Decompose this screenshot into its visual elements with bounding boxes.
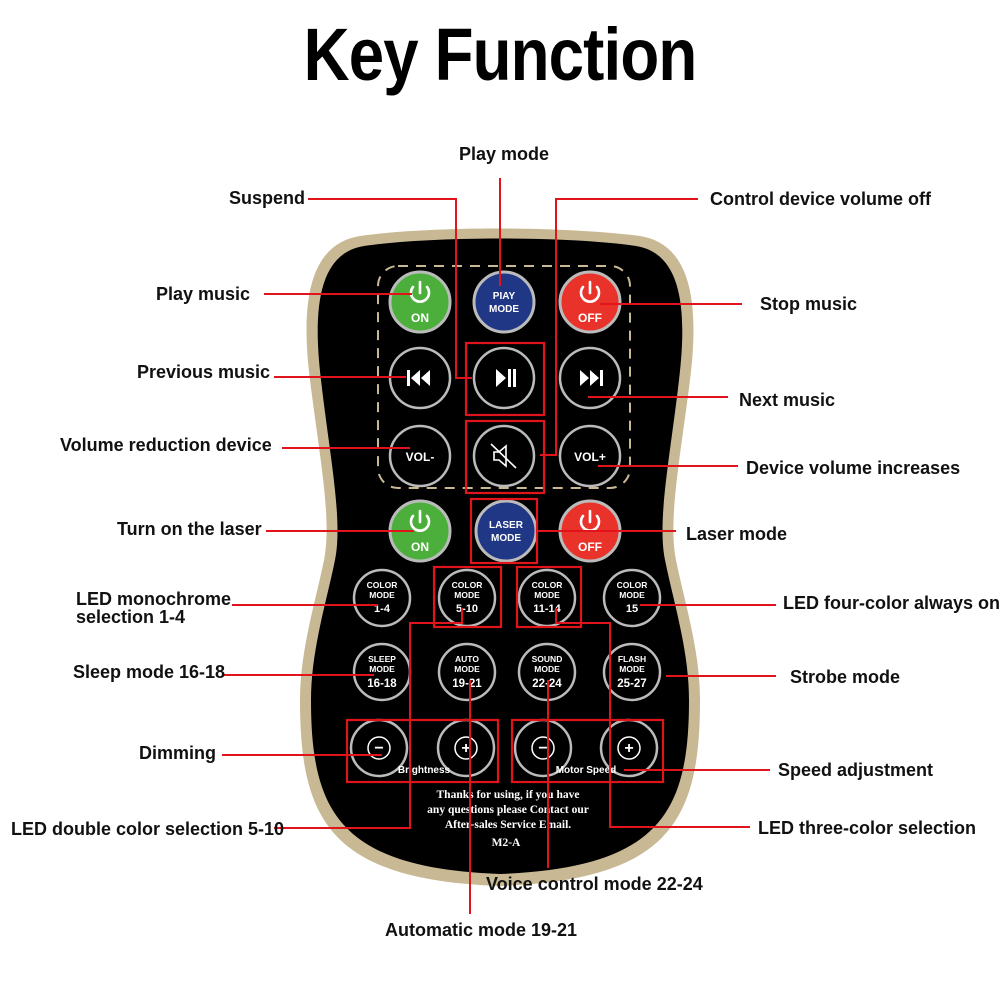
label-volume-off: Control device volume off xyxy=(710,189,932,209)
color-mode-1-4-button[interactable]: COLOR MODE 1-4 xyxy=(352,568,412,628)
sound-mode-button[interactable]: SOUND MODE 22-24 xyxy=(517,642,577,702)
svg-text:COLOR: COLOR xyxy=(617,580,648,590)
svg-text:COLOR: COLOR xyxy=(452,580,483,590)
svg-text:+: + xyxy=(624,740,633,757)
svg-text:SLEEP: SLEEP xyxy=(368,654,396,664)
label-next-music: Next music xyxy=(739,390,835,410)
svg-text:MODE: MODE xyxy=(534,664,560,674)
brightness-label: Brightness xyxy=(398,765,451,776)
volume-down-button[interactable]: VOL- xyxy=(388,424,452,488)
power-icon xyxy=(409,280,431,303)
svg-text:MODE: MODE xyxy=(454,664,480,674)
label-dimming: Dimming xyxy=(139,743,216,763)
on-music-button[interactable]: ON xyxy=(388,270,452,334)
on-label: ON xyxy=(411,311,429,325)
label-laser-mode: Laser mode xyxy=(686,524,787,544)
auto-mode-button[interactable]: AUTO MODE 19-21 xyxy=(437,642,497,702)
svg-text:LASER: LASER xyxy=(489,520,524,531)
svg-text:PIAY: PIAY xyxy=(493,291,516,302)
svg-text:MODE: MODE xyxy=(489,304,519,315)
model-label: M2-A xyxy=(492,837,521,849)
svg-text:MODE: MODE xyxy=(619,664,645,674)
previous-icon xyxy=(407,370,430,386)
speed-plus-button[interactable]: + xyxy=(599,718,659,778)
label-stop-music: Stop music xyxy=(760,294,857,314)
previous-button[interactable] xyxy=(388,346,452,410)
svg-text:5-10: 5-10 xyxy=(456,603,478,615)
svg-text:1-4: 1-4 xyxy=(374,603,391,615)
play-pause-icon xyxy=(496,369,516,387)
mute-icon xyxy=(490,443,517,469)
svg-text:VOL-: VOL- xyxy=(406,450,435,464)
svg-text:−: − xyxy=(374,740,383,757)
label-voice-control: Voice control mode 22-24 xyxy=(486,874,703,894)
label-automatic-mode: Automatic mode 19-21 xyxy=(385,920,577,940)
play-pause-button[interactable] xyxy=(472,346,536,410)
svg-text:MODE: MODE xyxy=(369,590,395,600)
svg-text:OFF: OFF xyxy=(578,540,602,554)
next-icon xyxy=(580,370,603,386)
svg-text:MODE: MODE xyxy=(369,664,395,674)
svg-text:VOL+: VOL+ xyxy=(574,450,606,464)
svg-text:COLOR: COLOR xyxy=(532,580,563,590)
footer-line-3: After-sales Service Email. xyxy=(445,819,571,831)
label-volume-increase: Device volume increases xyxy=(746,458,960,478)
svg-text:COLOR: COLOR xyxy=(367,580,398,590)
play-mode-button[interactable]: PIAY MODE xyxy=(472,270,536,334)
label-volume-reduction: Volume reduction device xyxy=(60,435,272,455)
next-button[interactable] xyxy=(558,346,622,410)
svg-text:11-14: 11-14 xyxy=(533,603,561,615)
svg-text:MODE: MODE xyxy=(534,590,560,600)
label-laser-on: Turn on the laser xyxy=(117,519,262,539)
label-previous-music: Previous music xyxy=(137,362,270,382)
power-icon xyxy=(579,280,601,303)
flash-mode-button[interactable]: FLASH MODE 25-27 xyxy=(602,642,662,702)
footer-line-1: Thanks for using, if you have xyxy=(437,789,580,801)
svg-text:MODE: MODE xyxy=(454,590,480,600)
svg-text:25-27: 25-27 xyxy=(617,678,646,690)
sleep-mode-button[interactable]: SLEEP MODE 16-18 xyxy=(352,642,412,702)
svg-text:19-21: 19-21 xyxy=(452,678,482,690)
svg-text:+: + xyxy=(461,740,470,757)
svg-text:MODE: MODE xyxy=(491,533,521,544)
label-speed-adjustment: Speed adjustment xyxy=(778,760,933,780)
label-led-mono-1: LED monochrome xyxy=(76,589,231,609)
svg-text:MODE: MODE xyxy=(619,590,645,600)
svg-text:ON: ON xyxy=(411,540,429,554)
label-led-double-color: LED double color selection 5-10 xyxy=(11,819,284,839)
label-play-music: Play music xyxy=(156,284,250,304)
svg-text:AUTO: AUTO xyxy=(455,654,479,664)
color-mode-15-button[interactable]: COLOR MODE 15 xyxy=(602,568,662,628)
page-title: Key Function xyxy=(303,13,698,96)
mute-button[interactable] xyxy=(472,424,536,488)
color-mode-5-10-button[interactable]: COLOR MODE 5-10 xyxy=(437,568,497,628)
off-music-button[interactable]: OFF xyxy=(558,270,622,334)
power-icon xyxy=(409,509,431,532)
leader-lines xyxy=(222,178,776,914)
svg-text:15: 15 xyxy=(626,603,638,615)
label-sleep-mode: Sleep mode 16-18 xyxy=(73,662,225,682)
volume-up-button[interactable]: VOL+ xyxy=(558,424,622,488)
footer-line-2: any questions please Contact our xyxy=(427,804,589,816)
motor-speed-label: Motor Speed xyxy=(556,765,617,776)
color-mode-11-14-button[interactable]: COLOR MODE 11-14 xyxy=(517,568,577,628)
off-label: OFF xyxy=(578,311,602,325)
svg-text:16-18: 16-18 xyxy=(367,678,397,690)
brightness-plus-button[interactable]: + xyxy=(436,718,496,778)
svg-text:SOUND: SOUND xyxy=(532,654,563,664)
svg-text:FLASH: FLASH xyxy=(618,654,646,664)
label-led-mono-2: selection 1-4 xyxy=(76,607,185,627)
label-strobe-mode: Strobe mode xyxy=(790,667,900,687)
label-play-mode: Play mode xyxy=(459,144,549,164)
label-led-four-color: LED four-color always on xyxy=(783,593,1000,613)
laser-mode-button[interactable]: LASER MODE xyxy=(474,499,538,563)
svg-text:−: − xyxy=(538,740,547,757)
label-suspend: Suspend xyxy=(229,188,305,208)
label-led-three-color: LED three-color selection xyxy=(758,818,976,838)
music-dashed-region xyxy=(377,265,631,489)
